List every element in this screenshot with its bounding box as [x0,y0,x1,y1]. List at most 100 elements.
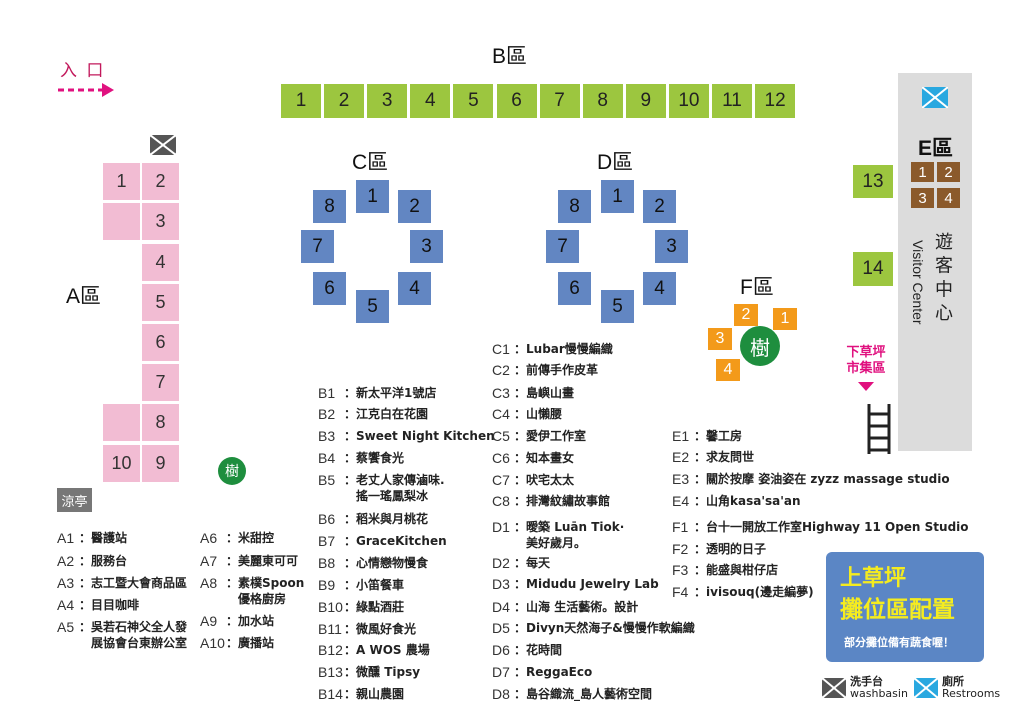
legend-name: 老丈人家傳滷味. 搖一瑤鳳梨冰 [356,473,445,503]
legend-code: C6 [492,450,510,466]
legend-name: 前傳手作皮革 [526,363,599,377]
legend-sep: ： [514,665,527,679]
legend-code: A2 [57,553,75,569]
legend-item: A5：吳若石神父全人發 展協會台東辦公室 [57,619,187,651]
legend-sep: ： [514,473,527,487]
legend-code: B9 [318,577,336,593]
legend-item: C6：知本畫女 [492,450,574,466]
legend-sep: ： [344,622,357,636]
zone-d-label: D區 [597,151,634,174]
legend-code: E4 [672,493,690,509]
legend-code: C4 [492,406,510,422]
legend-name: 曖築 Luān Tiok· 美好歲月。 [526,520,625,550]
legend-sep: ： [514,556,527,570]
legend-name: Lubar慢慢編織 [526,342,613,356]
stall-a: 1 [103,163,140,200]
legend-sep: ： [79,598,92,612]
legend-name: 馨工房 [706,429,743,443]
legend-code: D6 [492,642,510,658]
legend-code: B1 [318,385,336,401]
stall-e4: 4 [937,188,960,208]
legend-sep: ： [226,554,239,568]
stall-b5: 5 [453,84,494,118]
legend-item: E2：求友問世 [672,449,754,465]
legend-name: 米甜控 [238,531,275,545]
stall-e1: 1 [911,162,934,182]
legend-name: 透明的日子 [706,542,767,556]
stall-b7: 7 [539,84,580,118]
stall-a [103,404,140,441]
stall-c7: 7 [301,230,334,263]
washbasin-icon [822,678,846,698]
legend-code: B12 [318,642,343,658]
legend-item: C2：前傳手作皮革 [492,362,598,378]
legend-item: B2：江克白在花園 [318,406,428,422]
legend-item: A9：加水站 [200,613,274,629]
legend-sep: ： [79,531,92,545]
legend-name: 求友問世 [706,450,755,464]
legend-item: B13：微醺 Tipsy [318,664,420,680]
legend-code: E1 [672,428,690,444]
legend-name: 心情戀物慢食 [356,556,429,570]
legend-code: A1 [57,530,75,546]
legend-item: C3：島嶼山畫 [492,385,574,401]
legend-code: F4 [672,584,689,600]
legend-item: F1：台十一開放工作室Highway 11 Open Studio [672,519,969,535]
zone-b-label: B區 [492,45,528,68]
legend-name: 服務台 [91,554,128,568]
stall-a: 9 [142,445,179,482]
legend-sep: ： [514,577,527,591]
legend-name: ivisouq(邊走編夢) [706,585,814,599]
legend-code: B4 [318,450,336,466]
tree-f: 樹 [740,326,780,366]
zone-e-label: E區 [918,137,954,160]
legend-item: A8：素樸Spoon 優格廚房 [200,575,304,607]
legend-name: GraceKitchen [356,534,447,548]
legend-item: C7：吠宅太太 [492,472,574,488]
legend-item: D6：花時間 [492,642,562,658]
stall-b8: 8 [582,84,623,118]
legend-item: C8：排灣紋繡故事館 [492,493,610,509]
legend-name: 島谷織流_島人藝術空間 [526,687,653,701]
legend-code: A8 [200,575,218,591]
legend-item: A7：美麗東可可 [200,553,298,569]
title-line1: 上草坪 [840,566,907,591]
legend-sep: ： [514,494,527,508]
legend-item: B7：GraceKitchen [318,533,447,549]
stall-b11: 11 [712,84,752,118]
stall-a: 3 [142,203,179,240]
legend-code: B11 [318,621,342,637]
legend-item: A3：志工暨大會商品區 [57,575,187,591]
visitor-center-en: Visitor Center [910,240,926,325]
stall-b10: 10 [668,84,709,118]
legend-sep: ： [514,407,527,421]
legend-name: Divyn天然海子&慢慢作軟編織 [526,621,695,635]
lower-market-label: 下草坪 市集區 [846,345,886,376]
legend-name: 親山農園 [356,687,405,701]
legend-name: A WOS 農場 [356,643,430,657]
legend-sep: ： [694,585,707,599]
visitor-center-zh: 遊 客 中 心 [932,232,953,322]
legend-name: 山海 生活藝術。設計 [526,600,639,614]
stall-b3: 3 [367,84,408,118]
legend-item: D1：曖築 Luān Tiok· 美好歲月。 [492,519,624,551]
zone-c-label: C區 [352,151,389,174]
legend-sep: ： [226,636,239,650]
restroom-icon [914,678,938,698]
legend-item: B11：微風好食光 [318,621,416,637]
stall-a: 8 [142,404,179,441]
legend-name: 吠宅太太 [526,473,575,487]
stall-a: 6 [142,324,179,361]
legend-sep: ： [514,643,527,657]
legend-code: E2 [672,449,690,465]
legend-item: B8：心情戀物慢食 [318,555,428,571]
legend-code: F1 [672,519,689,535]
legend-sep: ： [344,386,357,400]
legend-name: 稻米與月桃花 [356,512,429,526]
legend-code: A7 [200,553,218,569]
legend-name: 綠點酒莊 [356,600,405,614]
legend-sep: ： [514,621,527,635]
legend-item: B3：Sweet Night Kitchen [318,428,495,444]
legend-item: B1：新太平洋1號店 [318,385,436,401]
stairs-icon [867,404,891,454]
